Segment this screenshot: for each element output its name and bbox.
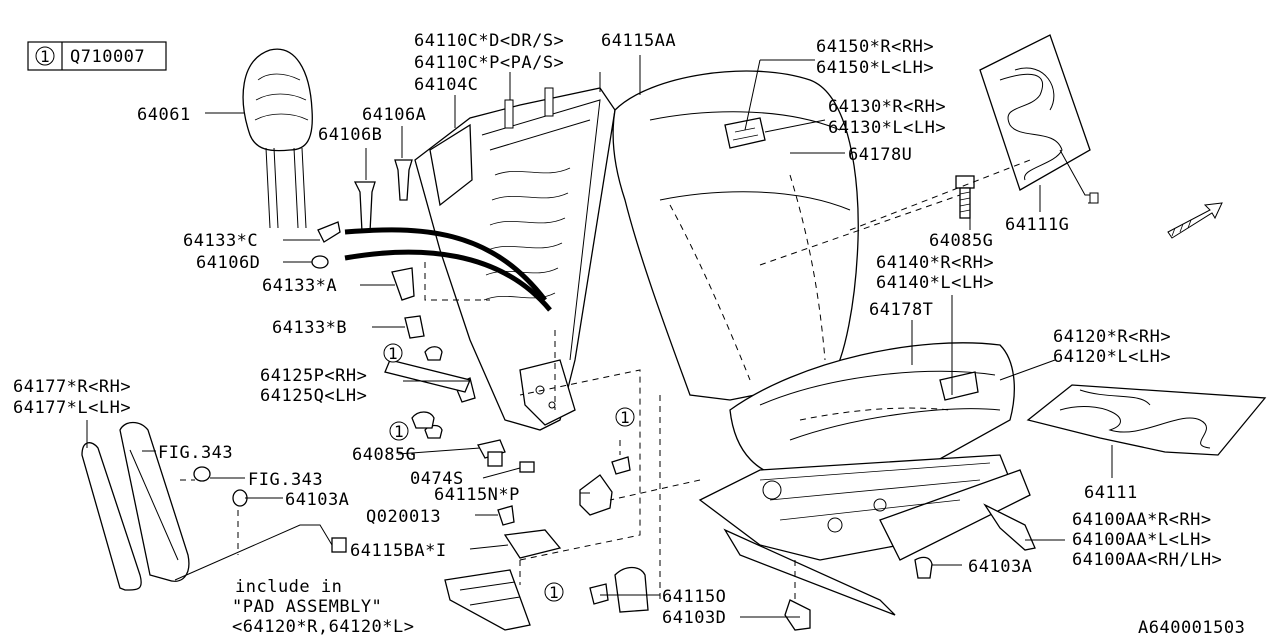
label-back-heater-r: 64150*R<RH> xyxy=(816,37,934,57)
label-adjuster-rl: 64100AA<RH/LH> xyxy=(1072,550,1222,570)
label-bolt-top: 64085G xyxy=(929,231,993,251)
svg-text:1: 1 xyxy=(394,422,404,441)
label-cap-d: 64103D xyxy=(662,608,726,628)
label-wire-u: 64178U xyxy=(848,145,912,165)
cushion-heater-mat xyxy=(1026,384,1267,456)
label-note-2: "PAD ASSEMBLY" xyxy=(232,597,382,617)
label-clip-c: 64133*C xyxy=(183,231,258,251)
label-cushion-wire-l: 64140*L<LH> xyxy=(876,273,994,293)
label-clip-a: 64133*A xyxy=(262,276,337,296)
label-cap-right: 64103A xyxy=(968,557,1032,577)
label-side-cover-l: 64177*L<LH> xyxy=(13,398,131,418)
label-adjuster-r: 64100AA*R<RH> xyxy=(1072,510,1212,530)
label-screw-0474: 0474S xyxy=(410,469,464,489)
label-hinge-q: 64125Q<LH> xyxy=(260,386,367,406)
label-harness: 64111G xyxy=(1005,215,1069,235)
label-bracket-o: 64115O xyxy=(662,587,726,607)
wiring-harness xyxy=(344,227,552,312)
seatback-frame xyxy=(414,87,616,431)
label-guide-b: 64106B xyxy=(318,125,382,145)
label-fig-1: FIG.343 xyxy=(158,443,233,463)
svg-text:1: 1 xyxy=(388,344,398,363)
front-direction-arrow-icon xyxy=(1167,202,1223,239)
label-note-1: include in xyxy=(235,577,342,597)
label-back-pad-dr: 64110C*D<DR/S> xyxy=(414,31,564,51)
small-parts xyxy=(174,267,933,631)
label-back-cover: 64115AA xyxy=(601,31,676,51)
legend-circle-number: 1 xyxy=(40,47,50,66)
legend-box: 1 Q710007 xyxy=(27,41,167,71)
label-guide-a: 64106A xyxy=(362,105,426,125)
label-cap-left: 64103A xyxy=(285,490,349,510)
svg-text:1: 1 xyxy=(620,408,630,427)
part-labels: 64061 64106B 64106A 64104C 64110C*D<DR/S… xyxy=(13,31,1245,638)
label-clip-r: 64130*R<RH> xyxy=(828,97,946,117)
label-q-part: Q020013 xyxy=(366,507,441,527)
label-cushion-wire-r: 64140*R<RH> xyxy=(876,253,994,273)
label-headrest: 64061 xyxy=(137,105,191,125)
side-covers xyxy=(81,421,190,591)
label-guide-d: 64106D xyxy=(196,253,260,273)
svg-text:1: 1 xyxy=(549,583,559,602)
label-bracket-np: 64115N*P xyxy=(434,485,520,505)
back-heater-mat xyxy=(979,34,1099,204)
label-side-cover-r: 64177*R<RH> xyxy=(13,377,131,397)
headrest-guides xyxy=(311,159,413,269)
legend-part-number: Q710007 xyxy=(70,47,145,67)
headrest-drawing xyxy=(242,48,313,229)
label-bolt-left: 64085G xyxy=(352,445,416,465)
label-clip-b: 64133*B xyxy=(272,318,347,338)
callout-marker: 1 xyxy=(389,421,409,441)
label-bracket-ba: 64115BA*I xyxy=(350,541,447,561)
label-back-heater-l: 64150*L<LH> xyxy=(816,58,934,78)
label-heater-mat: 64111 xyxy=(1084,483,1138,503)
label-cushion-r: 64120*R<RH> xyxy=(1053,327,1171,347)
label-frame-c: 64104C xyxy=(414,75,478,95)
bolt-top xyxy=(955,175,975,219)
seat-cushion xyxy=(729,342,1015,479)
callout-marker: 1 xyxy=(383,343,403,363)
label-wire-t: 64178T xyxy=(869,300,933,320)
label-adjuster-l: 64100AA*L<LH> xyxy=(1072,530,1212,550)
guide-lines xyxy=(180,159,1031,600)
label-hinge-p: 64125P<RH> xyxy=(260,366,367,386)
label-back-pad-pa: 64110C*P<PA/S> xyxy=(414,53,564,73)
callout-marker: 1 xyxy=(544,582,564,602)
label-clip-l: 64130*L<LH> xyxy=(828,118,946,138)
label-cushion-l: 64120*L<LH> xyxy=(1053,347,1171,367)
label-fig-2: FIG.343 xyxy=(248,470,323,490)
callout-markers: 1 1 1 1 xyxy=(383,343,635,602)
diagram-id: A640001503 xyxy=(1138,618,1245,638)
seat-adjuster xyxy=(698,454,1036,631)
callout-marker: 1 xyxy=(615,407,635,427)
leader-lines xyxy=(86,55,1113,618)
label-note-3: <64120*R,64120*L> xyxy=(232,617,415,637)
